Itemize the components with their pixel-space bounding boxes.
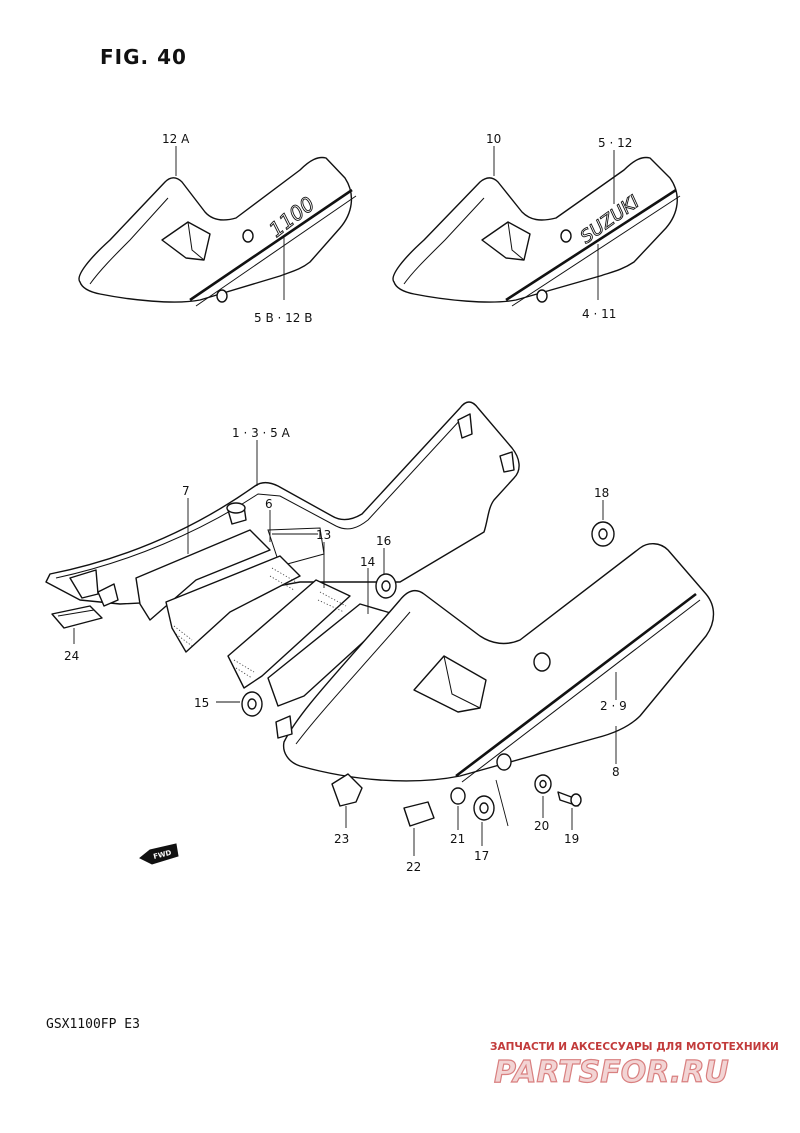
callout-18: 18 bbox=[594, 486, 609, 500]
callout-4-11: 4 · 11 bbox=[582, 307, 616, 321]
callout-22: 22 bbox=[406, 860, 421, 874]
callout-14: 14 bbox=[360, 555, 375, 569]
callout-2-9: 2 · 9 bbox=[600, 699, 627, 713]
callout-5B-12B: 5 B · 12 B bbox=[254, 311, 312, 325]
callout-7: 7 bbox=[182, 484, 190, 498]
callout-5-12: 5 · 12 bbox=[598, 136, 632, 150]
callout-23: 23 bbox=[334, 832, 349, 846]
frame-cover-right-top: SUZUKI bbox=[392, 156, 681, 307]
callout-8: 8 bbox=[612, 765, 620, 779]
callout-12A: 12 A bbox=[162, 132, 190, 146]
watermark-tagline: ЗАПЧАСТИ И АКСЕССУАРЫ ДЛЯ МОТОТЕХНИКИ bbox=[490, 1041, 779, 1053]
callout-17: 17 bbox=[474, 849, 489, 863]
figure-title: FIG. 40 bbox=[100, 45, 187, 69]
leader-lines bbox=[73, 146, 617, 856]
frame-cover-left-main bbox=[45, 401, 520, 607]
callout-13: 13 bbox=[316, 528, 331, 542]
hardware bbox=[51, 521, 615, 827]
frame-cover-right-main bbox=[275, 543, 715, 783]
fwd-direction-arrow: FWD bbox=[139, 843, 179, 865]
callout-21: 21 bbox=[450, 832, 465, 846]
callout-24: 24 bbox=[64, 649, 79, 663]
callout-1-3-5A: 1 · 3 · 5 A bbox=[232, 426, 291, 440]
callout-6: 6 bbox=[265, 497, 273, 511]
model-code: GSX1100FP E3 bbox=[46, 1017, 140, 1032]
inner-panels bbox=[135, 529, 395, 707]
callout-20: 20 bbox=[534, 819, 549, 833]
watermark-logo: PARTSFOR.RU bbox=[494, 1055, 729, 1090]
callout-16: 16 bbox=[376, 534, 391, 548]
callout-labels: 12 A 5 B · 12 B 10 5 · 12 4 · 11 1 · 3 ·… bbox=[64, 132, 632, 874]
callout-10: 10 bbox=[486, 132, 501, 146]
callout-19: 19 bbox=[564, 832, 579, 846]
frame-cover-left-top: 1100 bbox=[78, 156, 357, 307]
callout-15: 15 bbox=[194, 696, 209, 710]
